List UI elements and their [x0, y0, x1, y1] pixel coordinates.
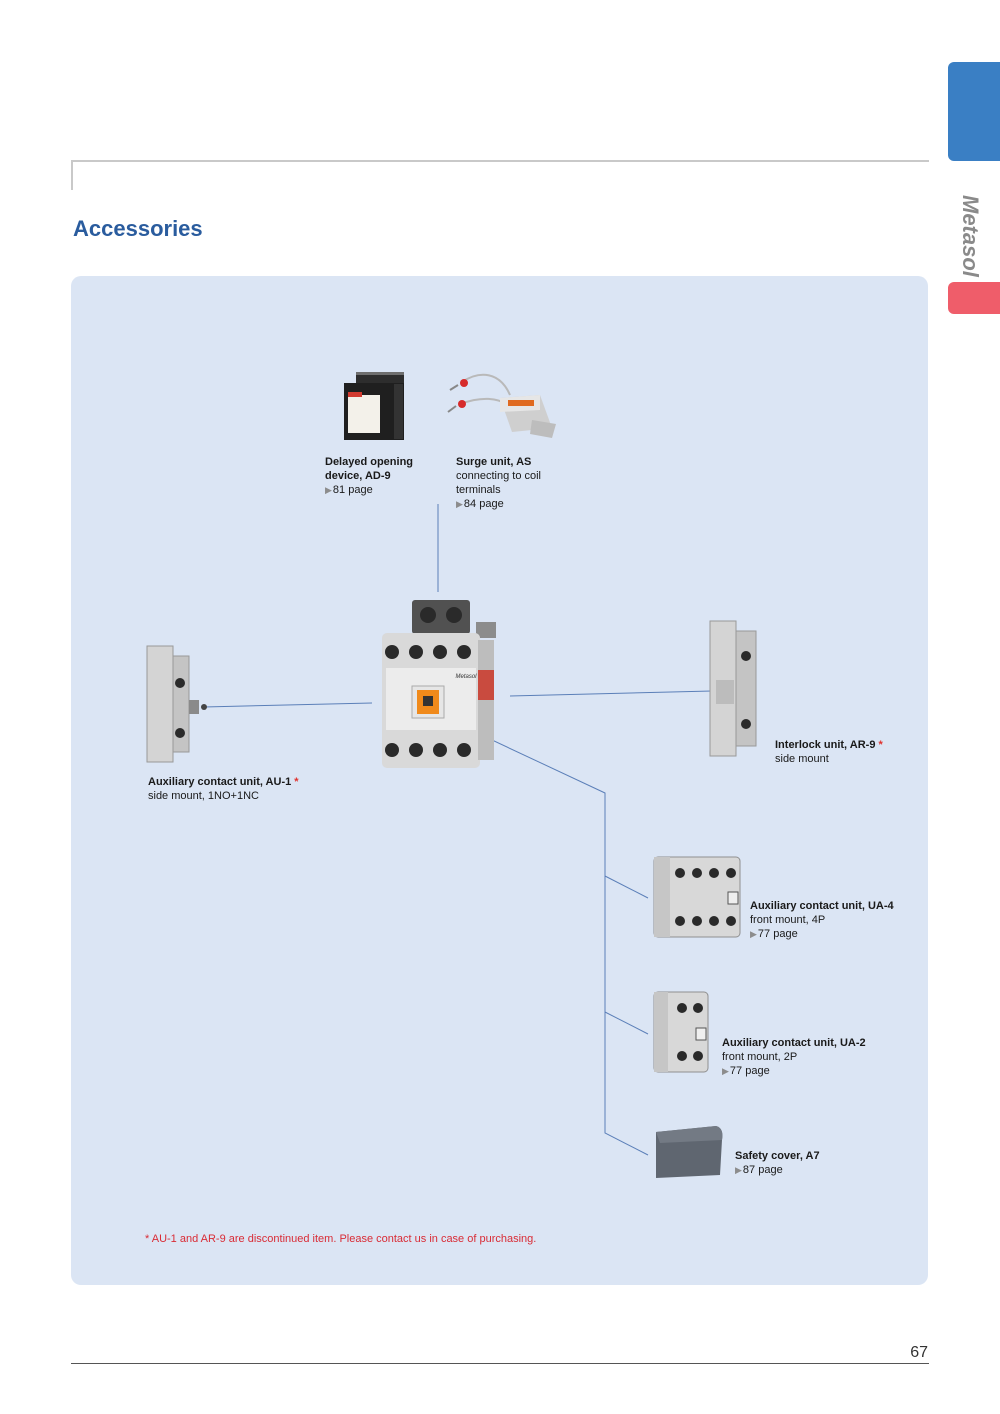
page-number: 67 — [910, 1344, 928, 1361]
footer-rule — [71, 1363, 929, 1364]
header-rule — [71, 160, 929, 162]
au1-desc: side mount, 1NO+1NC — [148, 790, 259, 802]
ad9-page-ref[interactable]: ▶81 page — [325, 484, 373, 496]
caption-ua2: Auxiliary contact unit, UA-2 front mount… — [722, 1036, 866, 1078]
ad9-name-line1: Delayed opening — [325, 456, 414, 468]
ua4-page-ref[interactable]: ▶77 page — [750, 928, 798, 940]
ar9-interlock-image — [709, 620, 757, 757]
ua2-name: Auxiliary contact unit, UA-2 — [722, 1037, 866, 1049]
caption-as: Surge unit, AS connecting to coil termin… — [456, 455, 541, 511]
page-arrow-icon: ▶ — [735, 1165, 742, 1175]
ua4-front-contact-image — [653, 856, 741, 938]
discontinued-footnote: * AU-1 and AR-9 are discontinued item. P… — [145, 1233, 537, 1245]
page-arrow-icon: ▶ — [325, 485, 332, 495]
page-arrow-icon: ▶ — [456, 499, 463, 509]
section-tab-red[interactable] — [948, 282, 1000, 314]
au1-asterisk: * — [294, 776, 299, 788]
ua2-page-ref[interactable]: ▶77 page — [722, 1065, 770, 1077]
delayed-opening-device-image — [344, 372, 404, 440]
ua2-desc: front mount, 2P — [722, 1051, 798, 1063]
surge-unit-image — [447, 373, 556, 438]
caption-a7: Safety cover, A7 ▶87 page — [735, 1149, 820, 1177]
ua2-front-contact-image — [653, 991, 709, 1073]
caption-ad9: Delayed opening device, AD-9 ▶81 page — [325, 455, 413, 497]
as-desc-line2: terminals — [456, 484, 501, 496]
ad9-name-line2: device, AD-9 — [325, 470, 391, 482]
ar9-asterisk: * — [878, 739, 883, 751]
a7-name: Safety cover, A7 — [735, 1150, 820, 1162]
page-arrow-icon: ▶ — [750, 929, 757, 939]
au1-side-contact-image — [146, 645, 207, 763]
page-arrow-icon: ▶ — [722, 1066, 729, 1076]
ua4-desc: front mount, 4P — [750, 914, 826, 926]
as-desc-line1: connecting to coil — [456, 470, 541, 482]
as-name: Surge unit, AS — [456, 456, 532, 468]
ar9-name-row: Interlock unit, AR-9 * — [775, 738, 883, 752]
caption-au1: Auxiliary contact unit, AU-1 * side moun… — [148, 775, 299, 803]
section-tab-blue[interactable] — [948, 62, 1000, 161]
page-title: Accessories — [73, 216, 203, 241]
caption-ar9: Interlock unit, AR-9 * side mount — [775, 738, 883, 766]
ua4-name: Auxiliary contact unit, UA-4 — [750, 900, 894, 912]
as-page-ref[interactable]: ▶84 page — [456, 498, 504, 510]
safety-cover-image — [656, 1126, 723, 1178]
au1-name: Auxiliary contact unit, AU-1 — [148, 776, 292, 788]
ar9-name: Interlock unit, AR-9 — [775, 739, 876, 751]
au1-name-row: Auxiliary contact unit, AU-1 * — [148, 775, 299, 789]
magnetic-contactor-image: Metasol — [382, 600, 496, 768]
accessories-panel — [71, 276, 928, 1285]
header-tick — [71, 160, 73, 190]
a7-page-ref[interactable]: ▶87 page — [735, 1164, 783, 1176]
caption-ua4: Auxiliary contact unit, UA-4 front mount… — [750, 899, 894, 941]
contactor-brand: Metasol — [455, 674, 477, 680]
connector-lines — [203, 504, 713, 1156]
ar9-desc: side mount — [775, 753, 829, 765]
